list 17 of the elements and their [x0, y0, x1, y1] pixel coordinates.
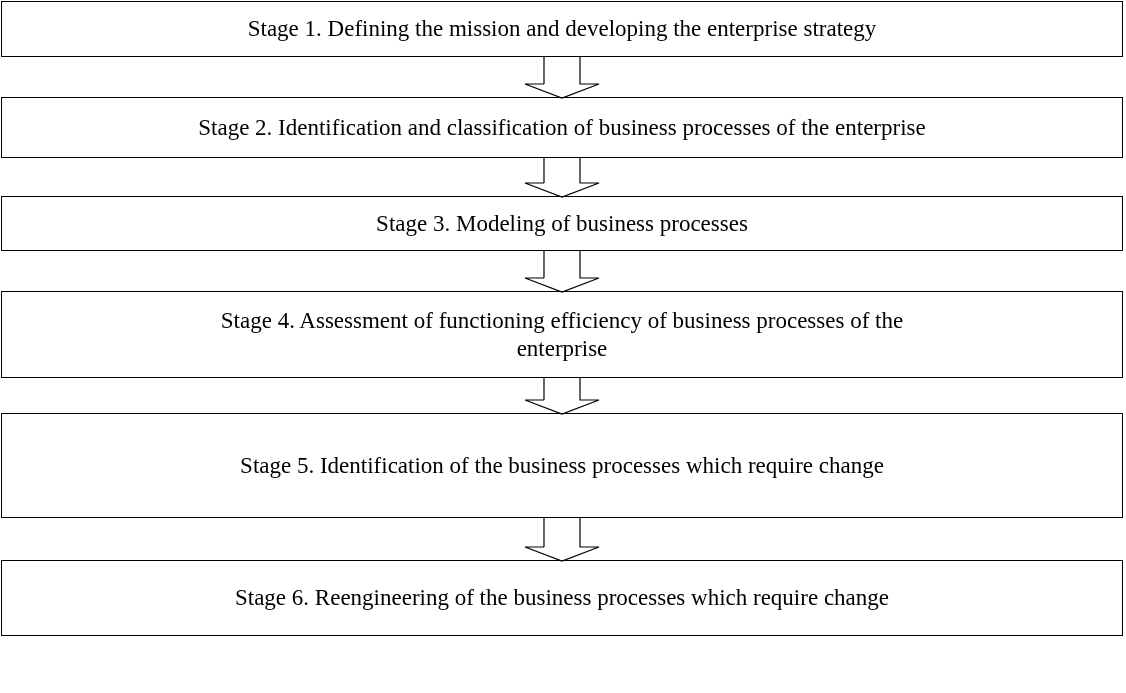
stage-box — [1, 1, 1123, 57]
block-arrow — [524, 56, 600, 99]
stage-box — [1, 291, 1123, 378]
block-arrow — [524, 517, 600, 562]
block-arrow — [524, 157, 600, 198]
stage-text: Stage 4. Assessment of functioning efficiency of business processes of the enterprise — [219, 306, 905, 363]
stage-box — [1, 97, 1123, 158]
stage-box — [1, 560, 1123, 636]
stage-text: Stage 2. Identification and classification of business processes of the enterprise — [198, 113, 926, 142]
stage-text: Stage 5. Identification of the business processes which require change — [240, 451, 884, 480]
stage-box — [1, 413, 1123, 518]
block-arrow — [524, 377, 600, 415]
stage-text: Stage 1. Defining the mission and developing the enterprise strategy — [247, 15, 877, 43]
block-arrow — [524, 250, 600, 293]
stage-text: Stage 3. Modeling of business processes — [376, 209, 748, 238]
stage-text: Stage 6. Reengineering of the business processes which require change — [235, 584, 889, 612]
stage-box — [1, 196, 1123, 251]
